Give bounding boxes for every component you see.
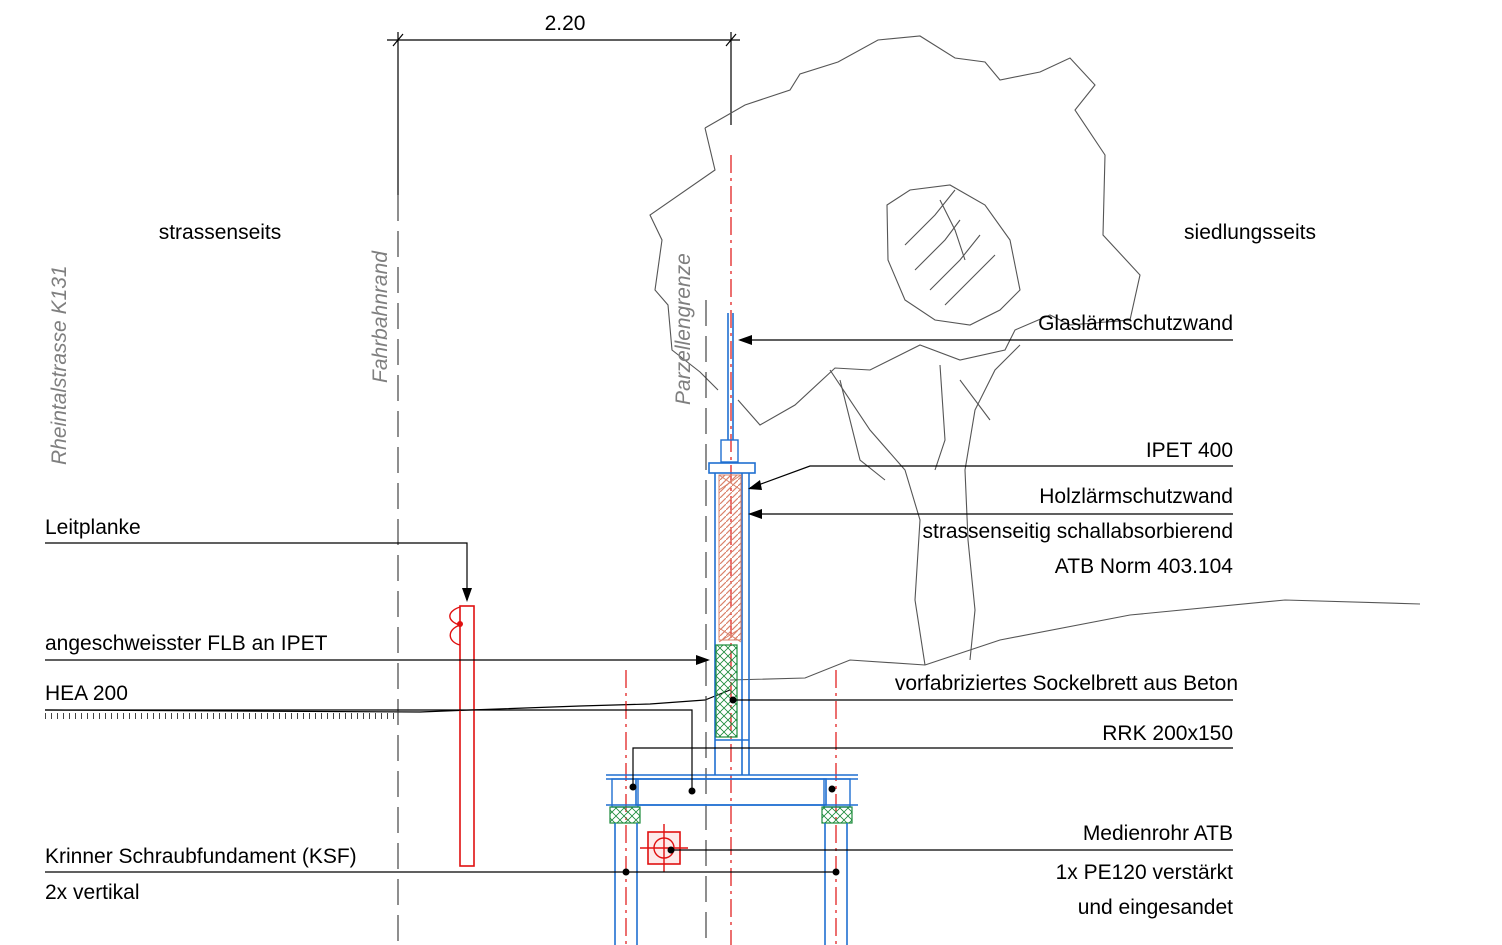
- leaders-right: [629, 335, 1233, 854]
- media-pipe-label-2: 1x PE120 verstärkt: [1056, 861, 1234, 884]
- hea-beam: [606, 774, 858, 806]
- media-pipe-label: Medienrohr ATB: [1083, 822, 1233, 845]
- glass-wall: [720, 313, 739, 463]
- street-side-label: strassenseits: [159, 221, 282, 244]
- guardrail-post: [449, 605, 475, 867]
- concrete-plinth: [715, 644, 738, 738]
- plinth-label: vorfabriziertes Sockelbrett aus Beton: [895, 672, 1238, 695]
- rrk-label: RRK 200x150: [1102, 722, 1233, 745]
- screw-foundation-left: [609, 778, 641, 945]
- media-pipe-label-3: und eingesandet: [1078, 896, 1233, 919]
- ipet-column: [708, 462, 756, 775]
- media-pipe: [640, 824, 688, 872]
- glass-wall-label: Glaslärmschutzwand: [1038, 312, 1233, 335]
- screw-foundation-right: [821, 778, 853, 945]
- carriageway-edge-label: Fahrbahnrand: [369, 250, 392, 383]
- tree-icon: [649, 35, 1421, 681]
- leaders-left: [45, 542, 840, 876]
- dimension-label: 2.20: [545, 12, 586, 35]
- wood-wall-label-3: ATB Norm 403.104: [1055, 555, 1234, 578]
- wood-wall-label: Holzlärmschutzwand: [1039, 485, 1233, 508]
- hea-label: HEA 200: [45, 682, 128, 705]
- ipet-label: IPET 400: [1146, 439, 1233, 462]
- welded-flb-label: angeschweisster FLB an IPET: [45, 632, 328, 655]
- dimension-line: 2.20: [387, 12, 740, 195]
- settlement-side-label: siedlungsseits: [1184, 221, 1316, 244]
- screw-foundation-label-2: 2x vertikal: [45, 881, 140, 904]
- wood-wall-label-2: strassenseitig schallabsorbierend: [923, 520, 1234, 543]
- screw-foundation-label: Krinner Schraubfundament (KSF): [45, 845, 357, 868]
- guardrail-label: Leitplanke: [45, 516, 141, 539]
- road-axis-label: Rheintalstrasse K131: [48, 265, 71, 465]
- parcel-boundary-label: Parzellengrenze: [672, 253, 695, 405]
- ground-line: [44, 689, 731, 719]
